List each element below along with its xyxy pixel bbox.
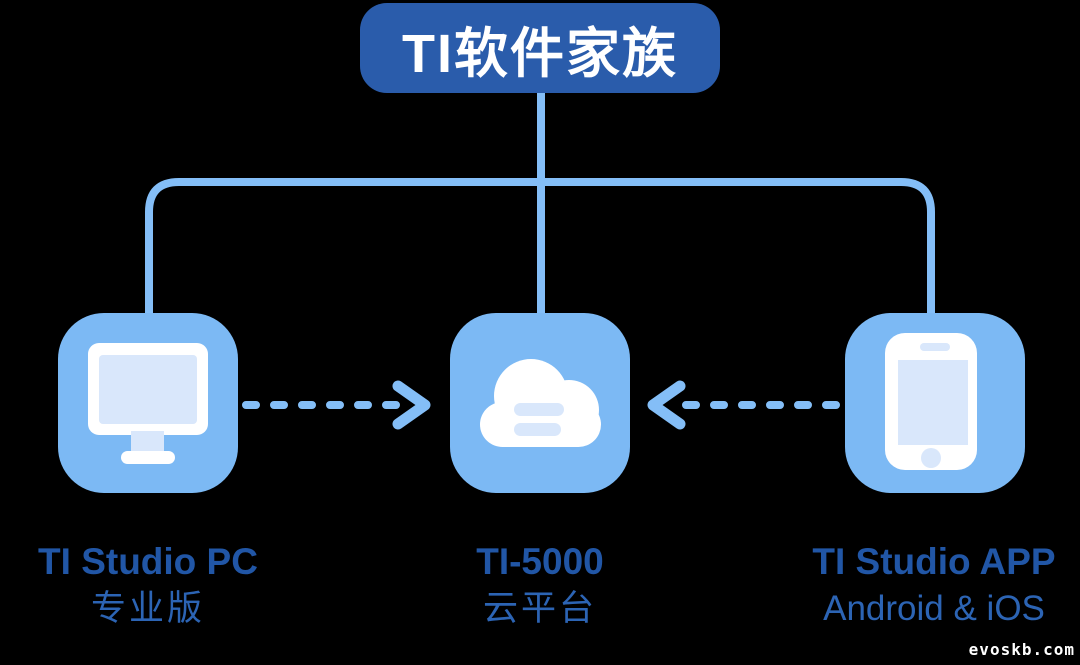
node-pc — [58, 313, 238, 493]
left-arrowhead-icon — [647, 380, 686, 430]
label-block-cloud: TI-5000 云平台 — [360, 538, 720, 632]
right-arrowhead-icon — [392, 380, 431, 430]
desktop-monitor-icon — [88, 343, 208, 464]
label-block-app: TI Studio APP Android & iOS — [754, 538, 1080, 632]
cloud-subtitle: 云平台 — [482, 589, 597, 628]
watermark-text: evoskb.com — [968, 640, 1075, 659]
label-block-pc: TI Studio PC 专业版 — [0, 538, 328, 632]
node-cloud — [450, 313, 630, 493]
pc-subtitle: 专业版 — [90, 589, 205, 628]
smartphone-icon — [885, 333, 977, 470]
cloud-title: TI-5000 — [476, 541, 604, 582]
header-title: TI软件家族 — [402, 23, 678, 84]
header-box: TI软件家族 — [360, 3, 720, 93]
node-app — [845, 313, 1025, 493]
app-title: TI Studio APP — [812, 541, 1056, 582]
pc-title: TI Studio PC — [38, 541, 258, 582]
app-subtitle: Android & iOS — [823, 589, 1045, 628]
cloud-icon — [480, 359, 601, 447]
